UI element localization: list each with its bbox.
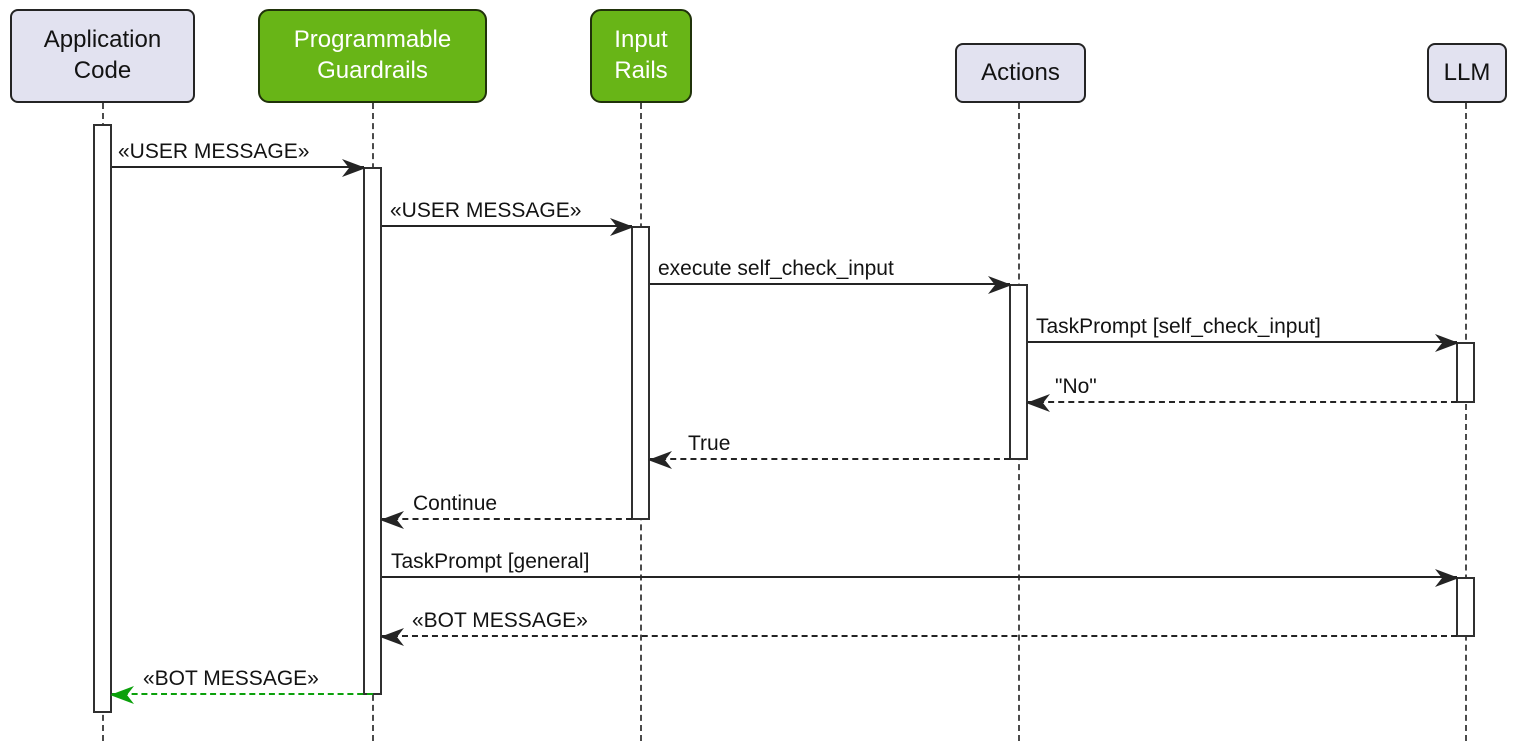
message-label: «BOT MESSAGE» xyxy=(143,667,319,690)
arrowhead-icon xyxy=(110,686,134,704)
arrow-line xyxy=(382,576,1457,578)
participant-programmable-guardrails: Programmable Guardrails xyxy=(258,9,487,103)
arrow-line xyxy=(650,458,1010,460)
arrowhead-icon xyxy=(342,159,366,177)
message-label: Continue xyxy=(413,492,498,515)
message-label: «BOT MESSAGE» xyxy=(412,609,588,632)
arrowhead-icon xyxy=(1435,569,1459,587)
arrow-line xyxy=(1028,401,1457,403)
activation-application-code xyxy=(93,124,112,713)
arrowhead-icon xyxy=(380,511,404,529)
arrowhead-icon xyxy=(380,628,404,646)
arrow-line xyxy=(382,225,632,227)
participant-application-code: Application Code xyxy=(10,9,195,103)
activation-actions xyxy=(1009,284,1028,460)
arrow-line xyxy=(1028,341,1457,343)
message-label: TaskPrompt [general] xyxy=(391,550,590,573)
arrowhead-icon xyxy=(1435,334,1459,352)
arrow-line xyxy=(112,693,373,695)
arrow-line xyxy=(650,283,1010,285)
arrow-line xyxy=(112,166,364,168)
arrowhead-icon xyxy=(988,276,1012,294)
message-label: TaskPrompt [self_check_input] xyxy=(1036,315,1321,338)
participant-actions: Actions xyxy=(955,43,1086,103)
arrow-line xyxy=(382,635,1457,637)
message-label: «USER MESSAGE» xyxy=(118,140,310,163)
participant-input-rails: Input Rails xyxy=(590,9,692,103)
arrowhead-icon xyxy=(648,451,672,469)
arrow-line xyxy=(382,518,632,520)
message-label: «USER MESSAGE» xyxy=(390,199,582,222)
participant-llm: LLM xyxy=(1427,43,1507,103)
message-label: execute self_check_input xyxy=(658,257,894,280)
activation-input-rails xyxy=(631,226,650,520)
activation-llm-1 xyxy=(1456,342,1475,403)
lifeline-llm xyxy=(1465,103,1467,741)
arrowhead-icon xyxy=(610,218,634,236)
arrowhead-icon xyxy=(1026,394,1050,412)
message-label: True xyxy=(688,432,731,455)
activation-programmable-guardrails xyxy=(363,167,382,695)
activation-llm-2 xyxy=(1456,577,1475,637)
message-label: "No" xyxy=(1055,375,1097,398)
